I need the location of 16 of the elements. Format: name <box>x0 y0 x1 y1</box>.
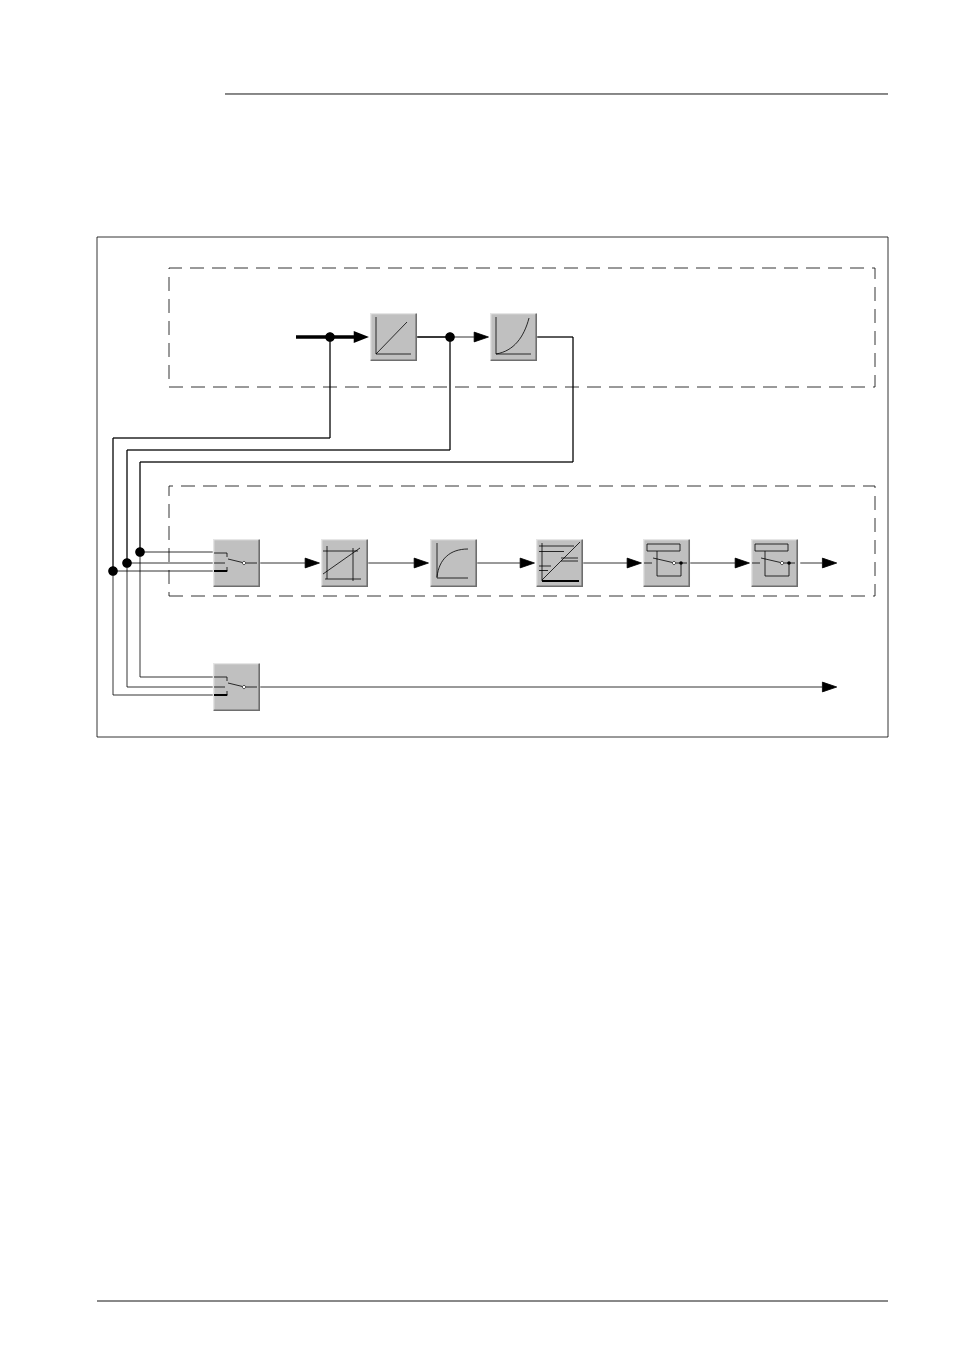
signal-arrow <box>799 557 838 569</box>
function-block <box>370 313 417 361</box>
dashed-group-frame <box>168 267 876 388</box>
signal-line <box>139 336 574 678</box>
signal-arrow <box>367 557 429 569</box>
signal-arrow <box>689 557 750 569</box>
dashed-group-frame <box>168 485 876 597</box>
function-block <box>213 663 260 711</box>
function-block <box>430 539 477 587</box>
signal-arrow <box>259 681 838 693</box>
signal-arrow <box>259 557 320 569</box>
signal-arrow <box>582 557 642 569</box>
function-block <box>213 539 260 587</box>
signal-arrow <box>476 557 535 569</box>
signal-line <box>126 336 451 688</box>
function-block <box>490 313 537 361</box>
